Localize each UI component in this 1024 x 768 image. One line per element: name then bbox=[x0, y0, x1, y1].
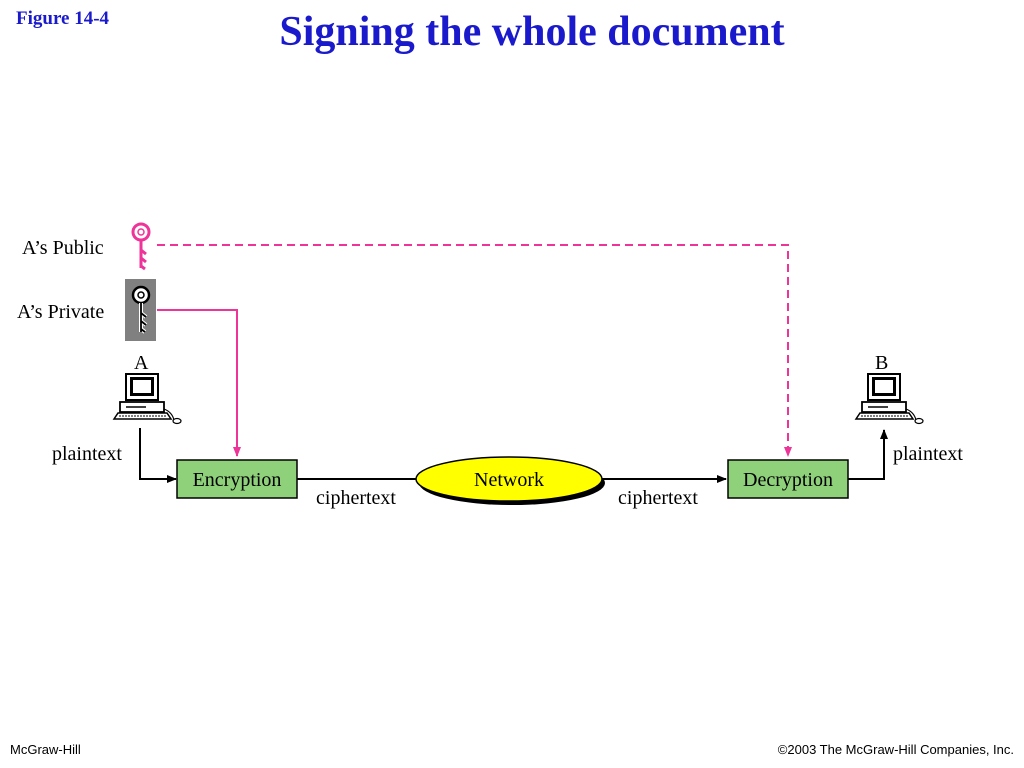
network-node: Network bbox=[415, 456, 605, 505]
figure-label: Figure 14-4 bbox=[16, 8, 110, 29]
ciphertext-right-label: ciphertext bbox=[618, 487, 698, 509]
computer-b-icon bbox=[854, 373, 924, 425]
network-label: Network bbox=[474, 469, 544, 491]
ciphertext-left-label: ciphertext bbox=[316, 487, 396, 509]
footer-publisher: McGraw-Hill bbox=[10, 742, 81, 757]
plaintext-out-arrow bbox=[848, 429, 888, 480]
public-key-icon bbox=[131, 222, 151, 271]
private-key-label: A’s Private bbox=[17, 301, 104, 323]
decryption-box: Decryption bbox=[727, 459, 849, 499]
private-key-icon bbox=[125, 279, 156, 341]
decryption-label: Decryption bbox=[743, 469, 833, 491]
plaintext-in-arrow bbox=[139, 428, 177, 483]
station-b-label: B bbox=[875, 352, 888, 374]
computer-a-icon bbox=[112, 373, 182, 425]
public-key-label: A’s Public bbox=[22, 237, 104, 259]
private-key-path bbox=[157, 309, 241, 457]
plaintext-out-label: plaintext bbox=[893, 443, 963, 465]
station-a-label: A bbox=[134, 352, 149, 374]
encryption-box: Encryption bbox=[176, 459, 298, 499]
encryption-label: Encryption bbox=[193, 469, 282, 491]
plaintext-in-label: plaintext bbox=[52, 443, 122, 465]
slide-title: Signing the whole document bbox=[279, 9, 785, 55]
public-key-path bbox=[157, 244, 792, 457]
footer-copyright: ©2003 The McGraw-Hill Companies, Inc. bbox=[777, 742, 1014, 757]
